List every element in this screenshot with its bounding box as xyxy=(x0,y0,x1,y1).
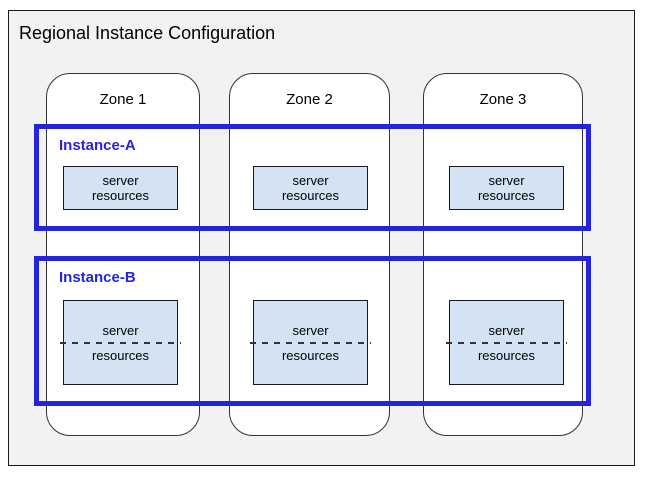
diagram-title: Regional Instance Configuration xyxy=(19,23,276,43)
server-box-text-line2: resources xyxy=(477,188,536,203)
server-resources-box-b1: server resources xyxy=(60,300,181,385)
zone-2-label: Zone 2 xyxy=(286,91,333,108)
instance-a-box: Instance-A xyxy=(34,124,591,231)
zone-3-label: Zone 3 xyxy=(479,91,527,108)
server-resources-box-a3: server resources xyxy=(449,166,564,210)
server-box-text-line1: server xyxy=(102,322,139,338)
server-resources-box-b3: server resources xyxy=(446,300,567,385)
server-box-text-line2: resources xyxy=(281,188,340,203)
dashed-split-line xyxy=(60,341,181,344)
server-box-text-line2: resources xyxy=(281,347,340,363)
server-resources-box-b2: server resources xyxy=(250,300,371,385)
instance-a-label: Instance-A xyxy=(59,137,136,154)
server-resources-box-a1: server resources xyxy=(63,166,178,210)
server-box-text-line1: server xyxy=(292,322,329,338)
instance-b-label: Instance-B xyxy=(59,269,136,286)
dashed-split-line xyxy=(250,341,371,344)
server-box-text-line2: resources xyxy=(91,188,150,203)
server-box-text-line2: resources xyxy=(477,347,536,363)
zone-1-label: Zone 1 xyxy=(99,91,147,108)
server-box-text-line1: server xyxy=(102,173,139,188)
server-box-text-line1: server xyxy=(292,173,329,188)
server-box-text-line2: resources xyxy=(91,347,150,363)
server-resources-box-a2: server resources xyxy=(253,166,368,210)
region-container: Regional Instance Configuration Zone 1 Z… xyxy=(8,10,635,466)
server-box-text-line1: server xyxy=(488,173,525,188)
server-box-text-line1: server xyxy=(488,322,525,338)
instance-b-box: Instance-B xyxy=(34,256,591,406)
dashed-split-line xyxy=(446,341,567,344)
